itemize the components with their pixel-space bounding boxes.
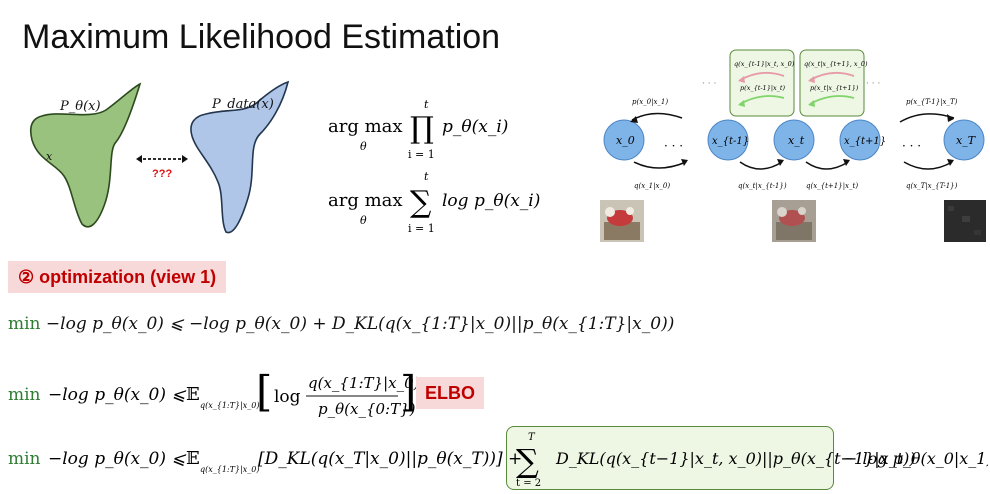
point-label: x xyxy=(46,150,53,163)
dots-top-right: · · · xyxy=(866,79,880,89)
fraction-numerator: q(x_{1:T}|x_0) xyxy=(308,374,418,392)
log-word: log xyxy=(274,387,301,407)
node-x0 xyxy=(603,119,645,161)
arrow-right-head xyxy=(182,155,188,163)
node-xt-minus1 xyxy=(707,119,749,161)
data-dist-label: P_data(x) xyxy=(211,97,274,112)
argmax-word: arg max xyxy=(328,190,403,211)
dots-top-left: · · · xyxy=(702,79,716,89)
kl-sum-highlight xyxy=(506,426,834,490)
expectation-subscript: q(x_{1:T}|x_0) xyxy=(200,401,259,410)
forward-arrow-3 xyxy=(805,161,849,170)
equation-1-body: −log p_θ(x_0) ⩽ −log p_θ(x_0) + D_KL(q(x… xyxy=(45,314,675,334)
argmax-subscript: θ xyxy=(360,140,367,153)
bottom-label-4: q(x_T|x_{T-1}) xyxy=(906,182,958,190)
unknown-label: ??? xyxy=(152,168,172,180)
bottom-label-1: q(x_1|x_0) xyxy=(634,182,670,190)
diffusion-diagram: q(x_{t-1}|x_t, x_0) p(x_{t-1}|x_t) q(x_t… xyxy=(600,49,986,242)
forward-arrow-2 xyxy=(739,161,783,170)
box-right-p: p(x_t|x_{t+1}) xyxy=(810,84,859,92)
min-operator: min xyxy=(8,385,41,405)
noisy-image-thumbnail xyxy=(772,200,816,242)
eq3-reconstruction-term: − log p_θ(x_0|x_1) xyxy=(844,449,988,468)
sum-term: log p_θ(x_i) xyxy=(442,191,540,211)
forward-arrow-4 xyxy=(903,161,953,170)
sum-symbol: ∑ xyxy=(516,442,539,480)
arrow-left-head xyxy=(136,155,142,163)
box-right-q: q(x_t|x_{t+1}, x_0) xyxy=(804,60,868,68)
node-xT xyxy=(943,119,985,161)
pure-noise-thumbnail xyxy=(944,200,986,242)
model-distribution-blob xyxy=(29,82,142,228)
equation-1: min −log p_θ(x_0) ⩽ −log p_θ(x_0) + D_KL… xyxy=(8,314,674,334)
slide-title: Maximum Likelihood Estimation xyxy=(22,18,501,56)
upper-limit: t xyxy=(424,100,429,111)
sum-upper-limit: T xyxy=(528,432,536,443)
argmax-word: arg max xyxy=(328,116,403,137)
lower-limit: i = 1 xyxy=(408,148,435,161)
eq3-lhs: −log p_θ(x_0) ⩽ xyxy=(48,449,186,469)
node-xt-minus1-label: x_{t-1} xyxy=(712,136,749,147)
ellipsis-left: · · · xyxy=(664,139,683,153)
right-bracket: ] xyxy=(400,367,416,416)
min-operator: min xyxy=(8,314,41,334)
node-xT-label: x_T xyxy=(956,134,977,147)
reverse-box-left xyxy=(729,49,795,117)
argmax-sum-formula: arg max θ t ∑ i = 1 log p_θ(x_i) xyxy=(328,170,540,235)
upper-limit: t xyxy=(424,170,429,183)
eq3-prior-term: [D_KL(q(x_T|x_0)||p_θ(x_T))] + xyxy=(258,449,522,469)
reverse-arrow-right xyxy=(899,113,955,123)
bottom-label-2: q(x_t|x_{t-1}) xyxy=(738,182,787,190)
product-term: p_θ(x_i) xyxy=(442,117,508,137)
eq2-lhs: −log p_θ(x_0) ⩽ xyxy=(48,385,186,405)
sum-symbol: ∑ xyxy=(410,185,432,220)
argmax-subscript: θ xyxy=(360,214,367,227)
sum-lower-limit: t = 2 xyxy=(516,478,541,489)
top-label-right: p(x_{T-1}|x_T) xyxy=(906,98,958,106)
distribution-blobs: P_θ(x) P_data(x) x ??? xyxy=(29,80,290,234)
model-dist-label: P_θ(x) xyxy=(59,99,101,114)
clean-image-thumbnail xyxy=(600,200,644,242)
node-xt-label: x_t xyxy=(788,134,805,147)
equation-2: min −log p_θ(x_0) ⩽ 𝔼 q(x_{1:T}|x_0) [ l… xyxy=(8,367,418,418)
min-operator: min xyxy=(8,449,41,469)
expectation-symbol: 𝔼 xyxy=(186,384,200,405)
data-distribution-blob xyxy=(190,80,290,234)
bottom-label-3: q(x_{t+1}|x_t) xyxy=(806,182,858,190)
node-xt-plus1 xyxy=(839,119,881,161)
node-xt-plus1-label: x_{t+1} xyxy=(844,136,886,147)
elbo-badge: ELBO xyxy=(416,377,484,409)
ellipsis-right: · · · xyxy=(902,139,921,153)
box-left-q: q(x_{t-1}|x_t, x_0) xyxy=(734,60,795,68)
fraction-denominator: p_θ(x_{0:T}) xyxy=(318,400,416,418)
equation-3: min −log p_θ(x_0) ⩽ 𝔼 q(x_{1:T}|x_0) [D_… xyxy=(8,432,988,489)
reverse-box-right xyxy=(799,49,865,117)
section-banner: ② optimization (view 1) xyxy=(8,261,227,293)
top-label-left: p(x_0|x_1) xyxy=(632,98,668,106)
eq3-denoising-term: D_KL(q(x_{t−1}|x_t, x_0)||p_θ(x_{t−1}|x_… xyxy=(555,449,916,468)
product-symbol: ∏ xyxy=(410,111,434,146)
node-xt xyxy=(773,119,815,161)
forward-arrow-1 xyxy=(633,161,687,169)
lower-limit: i = 1 xyxy=(408,222,435,235)
node-x0-label: x_0 xyxy=(616,134,635,147)
box-left-p: p(x_{t-1}|x_t) xyxy=(740,84,786,92)
expectation-subscript: q(x_{1:T}|x_0) xyxy=(200,465,259,474)
reverse-arrow-left xyxy=(631,112,683,121)
left-bracket: [ xyxy=(256,367,272,416)
expectation-symbol: 𝔼 xyxy=(186,448,200,469)
argmax-product-formula: arg max θ t ∏ i = 1 p_θ(x_i) xyxy=(328,100,508,161)
